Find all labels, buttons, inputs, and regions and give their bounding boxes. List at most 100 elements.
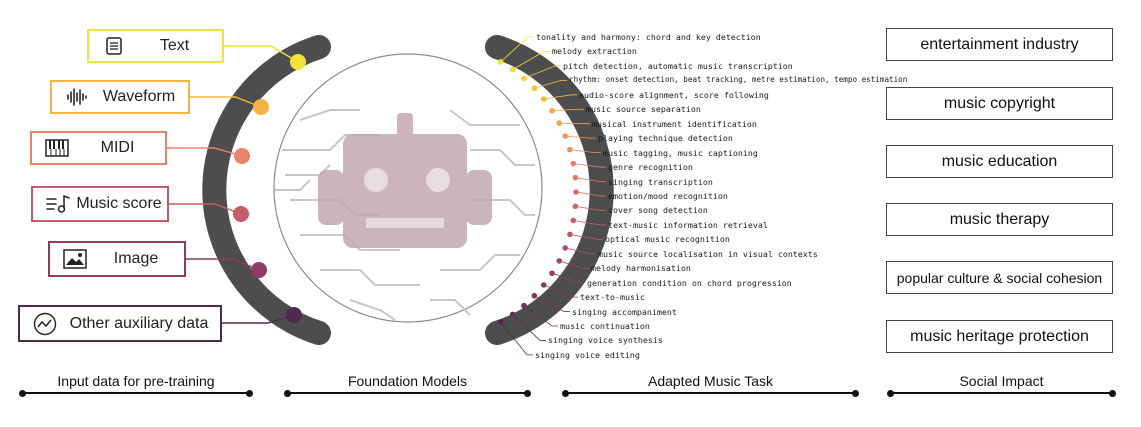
section-title-foundation: Foundation Models	[347, 373, 468, 389]
task-label: text-to-music	[580, 292, 645, 303]
task-connector	[534, 79, 567, 89]
right-task-arc	[485, 35, 614, 345]
input-text-box: Text	[87, 29, 224, 63]
task-dot	[573, 189, 579, 195]
task-connector	[500, 36, 534, 63]
task-dot	[567, 231, 573, 238]
input-text-label: Text	[159, 37, 190, 54]
task-label: melody harmonisation	[591, 263, 691, 274]
circuit-trace	[440, 254, 520, 271]
task-label: musical instrument identification	[592, 118, 757, 129]
section-title-impact: Social Impact	[959, 373, 1044, 389]
task-dot	[570, 217, 577, 224]
task-connector	[565, 247, 596, 255]
task-dot	[540, 282, 547, 288]
section-line-foundation	[284, 389, 531, 397]
task-connector	[575, 191, 606, 197]
impact-therapy-box: music therapy	[886, 203, 1113, 236]
task-dot	[572, 203, 579, 210]
task-label: singing voice editing	[535, 349, 640, 360]
task-connector	[551, 272, 585, 284]
impact-therapy-label: music therapy	[949, 210, 1050, 228]
task-dot	[509, 66, 516, 73]
circuit-trace	[320, 269, 420, 286]
task-connector	[559, 260, 589, 269]
task-connector	[565, 135, 596, 139]
task-connector	[543, 284, 578, 298]
circuit-trace	[449, 109, 520, 126]
task-connector	[573, 220, 606, 226]
impact-entertainment-label: entertainment industry	[920, 35, 1079, 53]
task-dot	[509, 311, 516, 318]
robot-icon	[318, 113, 492, 248]
input-dot	[290, 54, 306, 70]
input-dot	[234, 148, 250, 164]
input-connector	[190, 96, 262, 108]
task-connector	[569, 233, 603, 240]
task-dot	[556, 258, 563, 264]
circuit-trace	[430, 299, 471, 316]
task-dot	[562, 133, 568, 139]
input-dot	[253, 99, 269, 115]
impact-copyright-box: music copyright	[886, 87, 1113, 120]
input-other-auxiliary-box: Other auxiliary data	[18, 305, 222, 342]
task-dot	[572, 174, 579, 181]
input-music-score-box: Music score	[31, 186, 169, 222]
task-connector	[575, 205, 606, 211]
impact-education-box: music education	[886, 145, 1113, 178]
impact-heritage-box: music heritage protection	[886, 320, 1113, 353]
left-input-arc	[202, 35, 331, 345]
task-label: music source localisation in visual cont…	[598, 248, 818, 259]
music-score-icon	[45, 193, 71, 215]
task-label: singing accompaniment	[572, 306, 677, 317]
section-line-impact	[887, 389, 1116, 397]
task-connector	[523, 305, 558, 327]
waveform-icon	[64, 86, 90, 108]
impact-popular-culture-label: popular culture & social cohesion	[896, 269, 1103, 286]
task-dot	[497, 59, 504, 65]
task-label: melody extraction	[552, 46, 637, 57]
task-label: generation condition on chord progressio…	[587, 277, 792, 288]
circuit-trace	[275, 179, 311, 191]
impact-entertainment-box: entertainment industry	[886, 28, 1113, 61]
task-connector	[543, 94, 577, 100]
input-image-box: Image	[48, 241, 186, 277]
task-label: pitch detection, automatic music transcr…	[563, 60, 793, 71]
input-connector	[169, 203, 242, 215]
task-dot	[549, 107, 555, 114]
circuit-trace	[470, 149, 535, 166]
task-label: audio-score alignment, score following	[579, 89, 769, 100]
task-connector	[569, 149, 601, 153]
task-connector	[575, 177, 606, 182]
input-midi-box: MIDI	[30, 131, 167, 165]
task-label: emotion/mood recognition	[608, 190, 728, 201]
task-label: music tagging, music captioning	[603, 147, 758, 158]
input-connector	[222, 314, 295, 324]
input-image-label: Image	[113, 250, 159, 267]
impact-heritage-label: music heritage protection	[910, 327, 1089, 345]
section-line-inputs	[19, 389, 253, 397]
task-connector	[500, 321, 533, 356]
input-midi-label: MIDI	[100, 139, 135, 156]
input-connector	[186, 258, 260, 271]
image-icon	[62, 248, 88, 270]
task-dot	[540, 96, 547, 102]
input-other-auxiliary-label: Other auxiliary data	[69, 314, 209, 332]
input-connector	[224, 45, 299, 63]
task-dot	[531, 292, 538, 299]
task-label: singing transcription	[608, 176, 713, 187]
task-dot	[521, 75, 527, 82]
task-label: music source separation	[586, 104, 701, 115]
circuit-trace	[349, 299, 396, 321]
task-dot	[570, 160, 577, 167]
task-connector	[523, 65, 561, 79]
task-label: rhythm: onset detection, beat tracking, …	[569, 75, 908, 85]
input-dot	[233, 206, 249, 222]
task-dot	[567, 146, 573, 153]
input-dot	[251, 262, 267, 278]
input-music-score-label: Music score	[76, 195, 162, 212]
document-icon	[101, 35, 127, 57]
task-label: music continuation	[560, 321, 650, 331]
